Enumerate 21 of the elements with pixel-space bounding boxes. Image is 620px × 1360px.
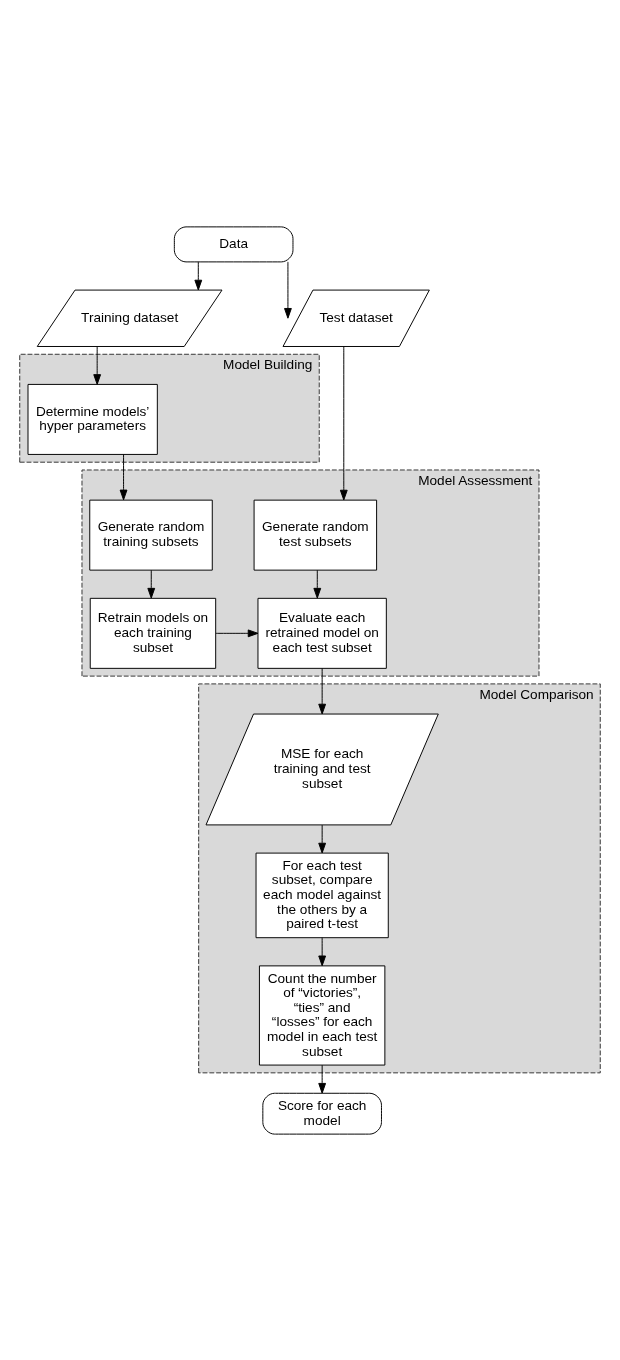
arrow — [119, 453, 128, 500]
node-box: Evaluate each retrained model on each test subset — [257, 597, 387, 669]
node-box: Score for each model — [262, 1092, 382, 1135]
node-box: Count the number of “victories”, “ties” and “losses” for each model in each test subset — [258, 964, 386, 1066]
node-box: Determine models’ hyper parameters — [27, 383, 158, 455]
arrow — [318, 667, 327, 714]
arrow — [339, 345, 348, 500]
arrow — [284, 260, 292, 319]
arrow — [318, 1064, 327, 1094]
node-box: Retrain models on each training subset — [89, 597, 217, 669]
arrow — [318, 824, 327, 853]
arrow — [194, 260, 203, 290]
arrow — [215, 628, 259, 637]
node-box: Generate random test subsets — [253, 499, 378, 571]
arrow — [147, 569, 156, 599]
node-box: For each test subset, compare each model against the others by a paired t-test — [255, 852, 389, 938]
node-box: Generate random training subsets — [89, 499, 213, 571]
arrow — [93, 345, 102, 385]
node-box: Data — [173, 225, 294, 262]
arrow — [313, 569, 322, 599]
arrow — [318, 936, 327, 966]
